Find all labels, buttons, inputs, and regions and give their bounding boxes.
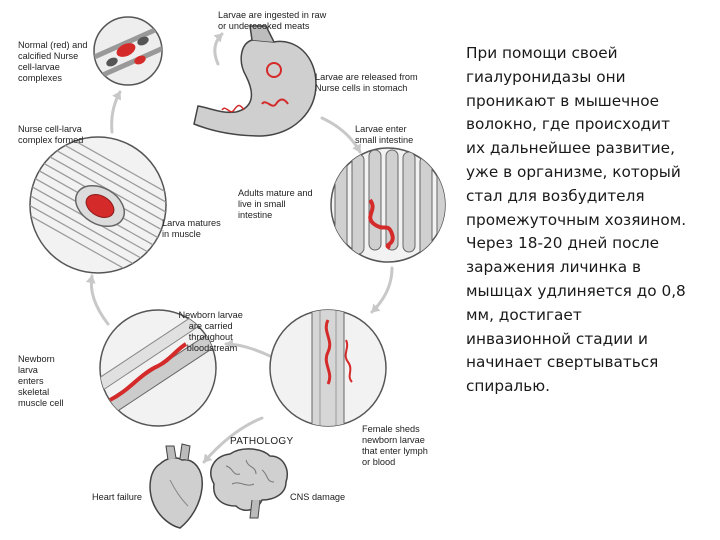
heart-illustration bbox=[150, 444, 202, 528]
label-newborn-carried: Newborn larvae are carried throughout bl… bbox=[179, 310, 246, 353]
label-adults-mature: Adults mature and live in small intestin… bbox=[238, 188, 315, 220]
label-female-sheds: Female sheds newborn larvae that enter l… bbox=[362, 424, 430, 467]
label-nurse-complex-formed: Nurse cell-larva complex formed bbox=[18, 124, 84, 145]
bloodstream-illustration bbox=[270, 306, 386, 430]
arrow-ingest-to-stomach bbox=[215, 34, 222, 64]
label-pathology: PATHOLOGY bbox=[230, 436, 293, 447]
calcified-nurse-cell-illustration bbox=[92, 17, 168, 85]
label-heart-failure: Heart failure bbox=[92, 492, 142, 502]
label-larvae-enter-intestine: Larvae enter small intestine bbox=[355, 124, 413, 145]
label-larva-matures: Larva matures in muscle bbox=[162, 218, 223, 239]
description-text: При помощи своей гиалуронидазы они прони… bbox=[466, 42, 710, 399]
arrow-intestine-to-blood bbox=[372, 268, 392, 312]
arrow-muscle-to-calcified bbox=[112, 92, 120, 132]
label-larvae-ingested: Larvae are ingested in raw or undercooke… bbox=[218, 10, 329, 31]
label-newborn-enters-cell: Newborn larva enters skeletal muscle cel… bbox=[18, 354, 63, 408]
trichinella-life-cycle-diagram: Larvae are ingested in raw or undercooke… bbox=[0, 0, 460, 540]
label-calcified-complexes: Normal (red) and calcified Nurse cell-la… bbox=[18, 40, 90, 83]
small-intestine-illustration bbox=[331, 148, 449, 264]
stomach-illustration bbox=[194, 26, 316, 136]
brain-illustration bbox=[211, 449, 287, 518]
label-cns-damage: CNS damage bbox=[290, 492, 345, 502]
label-larvae-released: Larvae are released from Nurse cells in … bbox=[315, 72, 420, 93]
arrow-cell-to-muscle bbox=[91, 276, 108, 324]
